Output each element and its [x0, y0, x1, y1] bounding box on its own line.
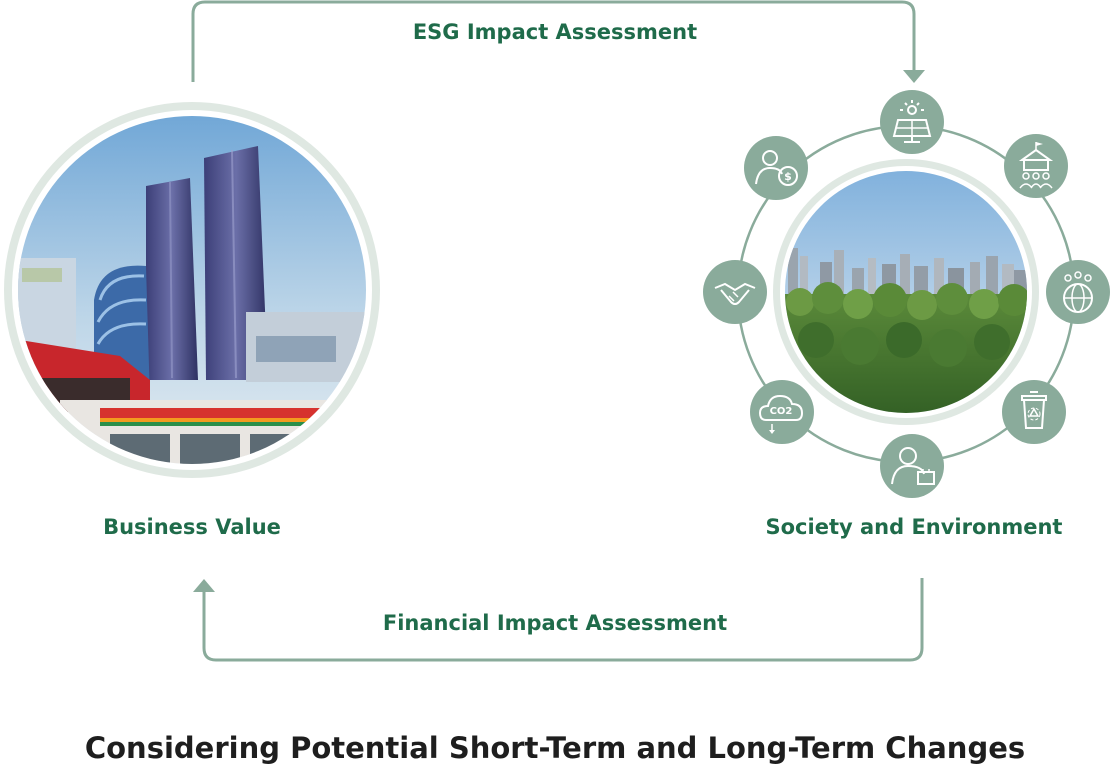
financial-flow-line — [202, 578, 924, 662]
society-photo — [785, 171, 1027, 413]
co2-text: CO2 — [770, 406, 793, 417]
financial-impact-assessment-label: Financial Impact Assessment — [382, 611, 728, 635]
business-photo — [18, 116, 366, 464]
employee-icon — [880, 434, 944, 498]
society-environment-label: Society and Environment — [765, 515, 1063, 539]
global-community-icon — [1046, 260, 1110, 324]
solar-panel-icon — [880, 90, 944, 154]
esg-impact-assessment-label: ESG Impact Assessment — [412, 20, 698, 44]
esg-flow-line — [191, 0, 916, 82]
diagram-caption: Considering Potential Short-Term and Lon… — [84, 731, 1026, 765]
recycling-bin-icon — [1002, 380, 1066, 444]
community-building-icon — [1004, 134, 1068, 198]
svg-text:$: $ — [784, 170, 792, 183]
handshake-icon — [703, 260, 767, 324]
financial-flow-arrowhead — [193, 579, 215, 592]
business-value-label: Business Value — [103, 515, 281, 539]
co2-cloud-icon: CO2 — [750, 380, 814, 444]
investor-icon: $ — [744, 136, 808, 200]
esg-flow-arrowhead — [903, 70, 925, 83]
